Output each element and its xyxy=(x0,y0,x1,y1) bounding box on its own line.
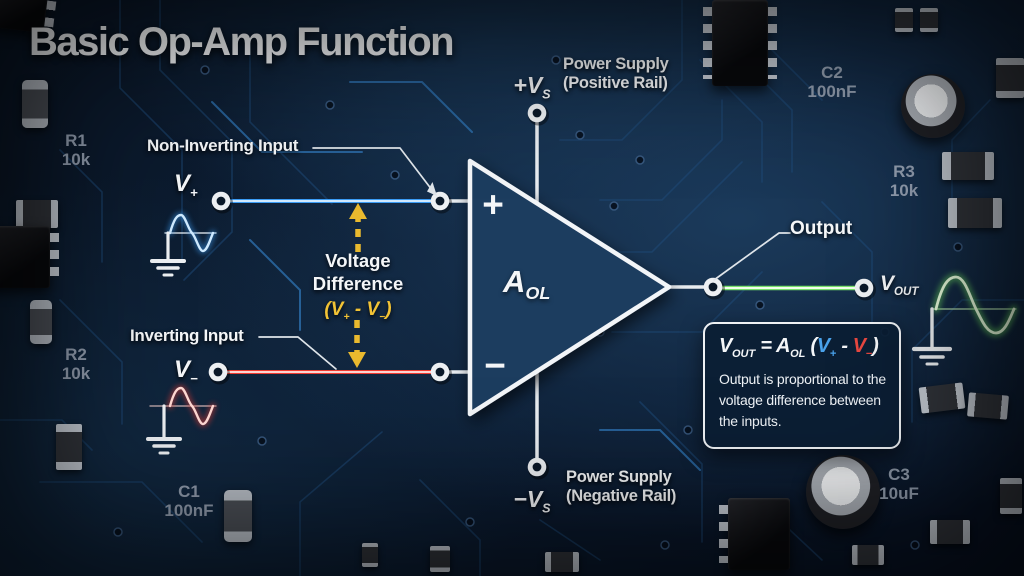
smd-resistor xyxy=(996,58,1024,98)
terminals xyxy=(208,103,876,480)
blue-sine-source xyxy=(150,211,217,277)
smd-resistor xyxy=(967,392,1009,420)
smd-resistor xyxy=(362,543,378,567)
terminal-inv-input xyxy=(430,362,452,385)
formula-description: Output is proportional to the voltage di… xyxy=(719,371,886,429)
smd-resistor xyxy=(930,520,970,544)
resistor-component xyxy=(22,80,48,128)
leader-arrowhead xyxy=(427,182,437,196)
circuit-traces-bright xyxy=(211,81,701,471)
green-sine-output xyxy=(911,272,1018,366)
ic-chip xyxy=(0,226,59,288)
ground-icon xyxy=(911,307,953,366)
leader-lines xyxy=(258,147,791,370)
page-title: Basic Op-Amp Function xyxy=(29,20,455,64)
smd-resistor xyxy=(16,200,58,228)
smd-resistor xyxy=(942,152,994,180)
voltage-difference-arrows xyxy=(348,203,367,368)
vout-formula: VOUT = AOL (V+ - V−) xyxy=(719,335,879,360)
output-label: Output xyxy=(790,218,853,239)
smd-resistor xyxy=(918,382,966,414)
via-holes xyxy=(113,55,963,550)
opamp-minus-sign: − xyxy=(484,345,506,386)
smd-resistor xyxy=(545,552,579,572)
electrolytic-capacitor xyxy=(901,74,965,138)
opamp-gain-label: AOL xyxy=(503,264,551,304)
terminal-vout xyxy=(854,278,876,301)
inverting-input-label: Inverting Input xyxy=(130,326,244,345)
v-plus-label: V+ xyxy=(174,170,198,200)
smd-resistor xyxy=(852,545,884,565)
smd-resistor xyxy=(430,546,450,572)
formula-callout-box: VOUT = AOL (V+ - V−) Output is proportio… xyxy=(703,322,901,449)
opamp-plus-sign: + xyxy=(482,184,504,225)
voltage-difference-label: Voltage Difference (V+ - V−) xyxy=(296,250,420,325)
terminal-vplus-source xyxy=(211,191,233,214)
smd-resistor xyxy=(895,8,913,32)
smd-resistor xyxy=(56,424,82,470)
non-inverting-input-label: Non-Inverting Input xyxy=(147,136,299,155)
red-sine-source xyxy=(146,384,217,455)
terminal-pos-supply xyxy=(527,103,549,126)
leader-non-inverting xyxy=(312,147,433,191)
positive-rail-symbol: +VS xyxy=(513,72,551,102)
negative-rail-symbol: −VS xyxy=(513,486,551,516)
smd-resistor xyxy=(948,198,1002,228)
electrolytic-capacitor xyxy=(806,455,880,529)
ic-chip xyxy=(703,0,777,86)
arrow-up-head xyxy=(349,203,367,219)
leader-output xyxy=(713,232,791,281)
smd-resistor xyxy=(920,8,938,32)
terminal-vminus-source xyxy=(208,362,230,385)
arrow-down-head xyxy=(348,352,366,368)
terminal-output xyxy=(703,277,725,300)
v-out-label: VOUT xyxy=(880,272,919,299)
smd-resistor xyxy=(1000,478,1022,514)
v-minus-label: V− xyxy=(174,356,198,386)
resistor-component xyxy=(30,300,52,344)
terminal-neg-supply xyxy=(527,457,549,480)
positive-rail-caption: Power Supply(Positive Rail) xyxy=(563,55,669,93)
ic-chip xyxy=(719,498,790,570)
opamp-triangle xyxy=(467,158,672,417)
terminal-noninv-input xyxy=(430,191,452,214)
ground-icon xyxy=(146,404,182,455)
voltage-difference-formula: (V+ - V−) xyxy=(324,299,392,323)
negative-rail-caption: Power Supply(Negative Rail) xyxy=(566,468,677,506)
resistor-component xyxy=(224,490,252,542)
leader-inverting xyxy=(258,336,337,370)
ground-icon xyxy=(150,231,186,277)
